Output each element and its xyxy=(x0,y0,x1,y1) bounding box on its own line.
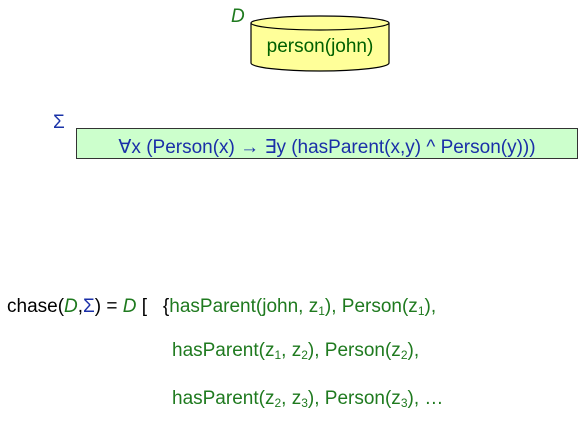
atom-text: ), xyxy=(407,340,420,361)
subscript: 1 xyxy=(417,304,425,318)
chase-line-3: hasParent(z2, z3), Person(z3), … xyxy=(172,388,443,410)
atom-text: ), xyxy=(424,296,437,317)
atom-text: ), Person(z xyxy=(324,296,418,317)
chase-d: D xyxy=(122,296,137,317)
atom-text: ), Person(z xyxy=(307,388,401,409)
subscript: 3 xyxy=(400,396,408,410)
sigma-label: Σ xyxy=(53,112,65,133)
database-content: person(john) xyxy=(266,36,374,57)
atom-text: ), … xyxy=(407,388,444,409)
atom-text: hasParent(john, z xyxy=(169,296,319,317)
chase-arg-d: D xyxy=(64,296,78,317)
chase-line-2: hasParent(z1, z2), Person(z2), xyxy=(172,340,419,362)
chase-comma: , xyxy=(77,296,84,317)
subscript: 2 xyxy=(301,348,308,362)
formula-text: ∀x (Person(x) → ∃y (hasParent(x,y) ^ Per… xyxy=(118,137,536,158)
database-label: D xyxy=(231,6,245,27)
chase-line-1: chase(D,Σ) = D [ {hasParent(john, z1), P… xyxy=(7,296,436,318)
formula-box xyxy=(76,128,578,159)
subscript: 3 xyxy=(301,396,308,410)
subscript: 2 xyxy=(400,348,408,362)
open-brace: { xyxy=(162,296,170,317)
atom-text: , z xyxy=(281,388,302,409)
subscript: 1 xyxy=(318,304,325,318)
database-cylinder xyxy=(250,15,390,72)
chase-prefix: chase( xyxy=(7,296,65,317)
subscript: 1 xyxy=(274,348,282,362)
atom-text: hasParent(z xyxy=(172,388,275,409)
atom-text: , z xyxy=(281,340,302,361)
atom-text: ), Person(z xyxy=(307,340,401,361)
chase-arg-sigma: Σ xyxy=(83,296,95,317)
subscript: 2 xyxy=(274,396,282,410)
union-symbol: [ xyxy=(136,296,163,317)
chase-equals: ) = xyxy=(94,296,123,317)
atom-text: hasParent(z xyxy=(172,340,275,361)
